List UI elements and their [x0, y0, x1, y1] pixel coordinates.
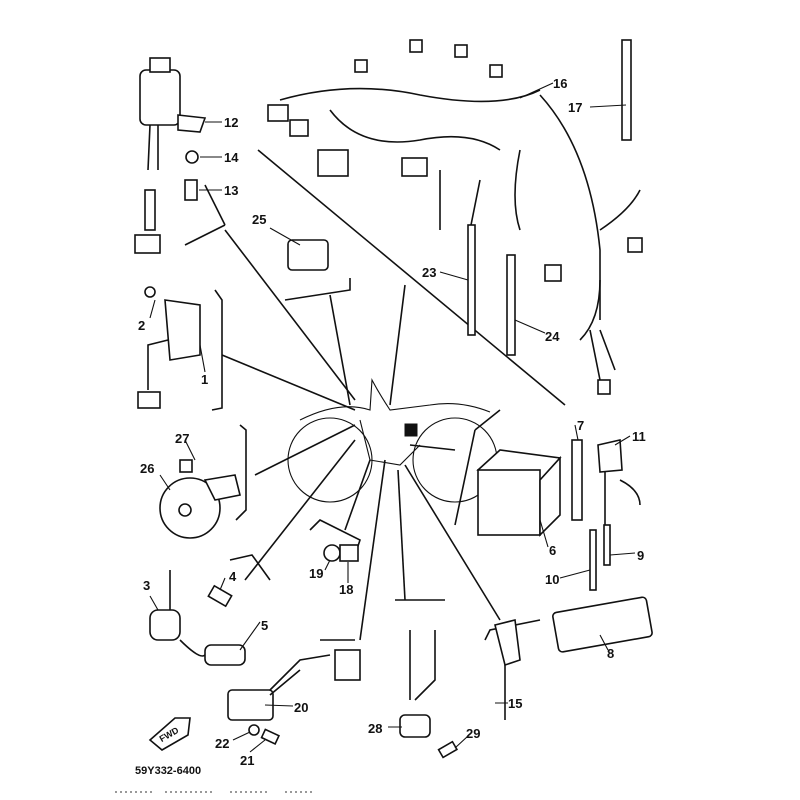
- motorcycle-silhouette: [287, 378, 498, 503]
- callout-15: 15: [508, 696, 522, 711]
- callout-14: 14: [224, 150, 239, 165]
- callout-29: 29: [466, 726, 480, 741]
- callout-1: 1: [201, 372, 208, 387]
- part-cdi-unit: [227, 649, 361, 721]
- callout-4: 4: [229, 569, 237, 584]
- part-switch-18: [339, 544, 359, 562]
- diagram-code: 59Y332-6400: [135, 765, 201, 777]
- part-battery-cover-8: [552, 596, 653, 653]
- part-horn: [159, 459, 241, 539]
- part-cap-5: [204, 644, 246, 666]
- callout-23: 23: [422, 265, 436, 280]
- part-gasket-19: [323, 544, 341, 562]
- part-fuse-wires: [604, 472, 641, 530]
- part-sensor-28: [399, 714, 431, 738]
- callout-26: 26: [140, 461, 154, 476]
- part-screw-13: [184, 179, 198, 201]
- part-switch-15: [494, 619, 521, 667]
- callout-24: 24: [545, 329, 560, 344]
- callout-16: 16: [553, 76, 567, 91]
- callout-numbers: 12 14 13 25 2 1 16 17 23 24 7 11 6 9 10 …: [138, 76, 646, 768]
- callout-11: 11: [632, 429, 646, 444]
- part-washer-14: [185, 150, 199, 164]
- callout-17: 17: [568, 100, 582, 115]
- part-battery: [476, 449, 562, 537]
- callout-10: 10: [545, 572, 559, 587]
- callout-22: 22: [215, 736, 229, 751]
- part-cable-9: [603, 524, 611, 566]
- part-battery-band-7: [571, 439, 583, 521]
- callout-8: 8: [607, 646, 614, 661]
- callout-6: 6: [549, 543, 556, 558]
- part-wire-harness: [267, 39, 643, 395]
- callout-3: 3: [143, 578, 150, 593]
- part-flasher-3: [149, 609, 181, 641]
- part-cable-tie-17: [621, 39, 632, 141]
- part-relay-25: [287, 239, 329, 271]
- part-cable-tie-23: [467, 224, 476, 336]
- part-cable-tie-24: [506, 254, 516, 356]
- leader-lines: [184, 149, 566, 641]
- callout-leaders: [149, 82, 636, 753]
- callout-25: 25: [252, 212, 266, 227]
- callout-5: 5: [261, 618, 268, 633]
- part-fuse-holder-11: [597, 439, 623, 473]
- callout-7: 7: [577, 418, 584, 433]
- callout-21: 21: [240, 753, 254, 768]
- callout-13: 13: [224, 183, 238, 198]
- callout-27: 27: [175, 431, 189, 446]
- callout-9: 9: [637, 548, 644, 563]
- part-washer-22: [248, 724, 260, 736]
- part-screw-4: [207, 584, 233, 608]
- callout-28: 28: [368, 721, 382, 736]
- part-cable-10: [589, 529, 597, 591]
- part-bolt-21: [260, 728, 281, 745]
- part-rectifier-regulator: [137, 286, 201, 409]
- callout-20: 20: [294, 700, 308, 715]
- callout-18: 18: [339, 582, 353, 597]
- part-screw-29: [437, 740, 459, 759]
- forward-arrow-marker: FWD: [148, 717, 191, 751]
- callout-12: 12: [224, 115, 238, 130]
- callout-2: 2: [138, 318, 145, 333]
- part-main-switch: [134, 57, 207, 254]
- callout-19: 19: [309, 566, 323, 581]
